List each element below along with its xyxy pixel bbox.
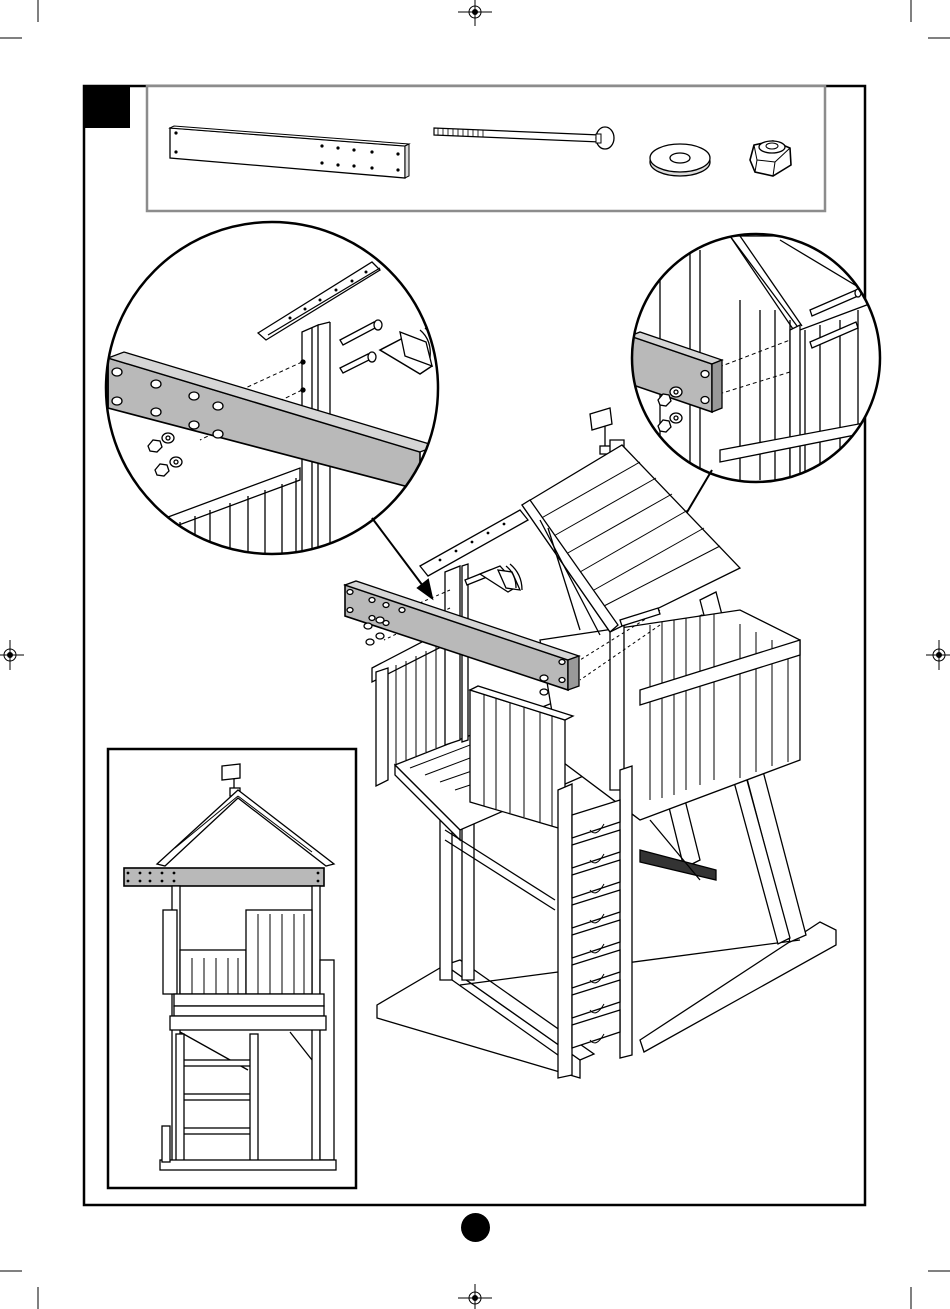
detail-circle-right — [630, 234, 880, 482]
parts-box — [147, 86, 825, 211]
registration-mark-top — [458, 0, 492, 26]
detail-circle-left — [106, 222, 438, 560]
step-number-badge — [84, 86, 130, 128]
part-flat-washer — [650, 144, 710, 176]
callout-arrow-left — [372, 518, 432, 598]
registration-mark-right — [926, 640, 950, 670]
registration-mark-bottom — [458, 1284, 492, 1309]
flag-icon — [590, 408, 612, 454]
inset-front-view — [108, 749, 356, 1188]
playset-main-drawing — [345, 408, 836, 1078]
registration-mark-left — [0, 640, 24, 670]
page-number-badge — [461, 1213, 490, 1242]
